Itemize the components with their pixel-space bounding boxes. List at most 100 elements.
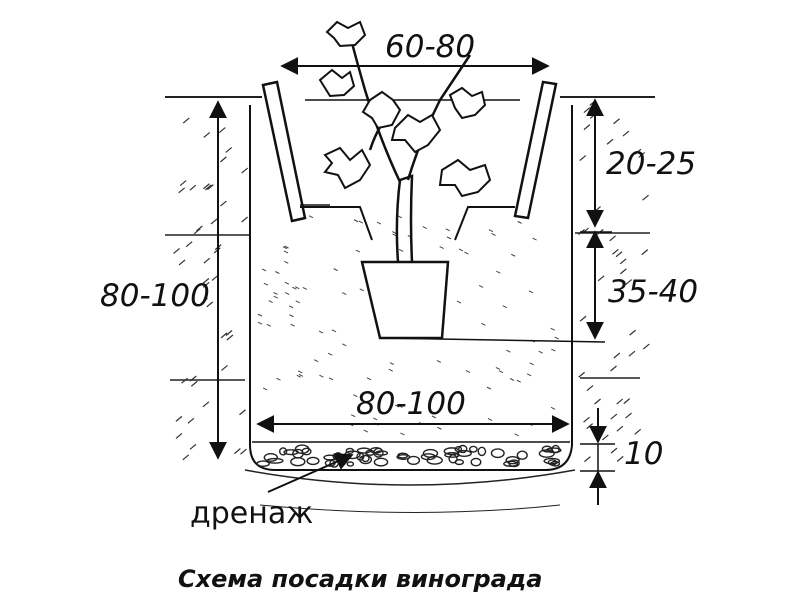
fill-texture-mark [538, 350, 543, 354]
drainage-stone [448, 454, 458, 464]
soil-hatch-mark [616, 425, 624, 432]
fill-texture-mark [392, 231, 397, 235]
fill-texture-mark [528, 290, 534, 294]
fill-texture-mark [288, 305, 294, 309]
fill-texture-mark [376, 221, 382, 225]
fill-texture-mark [495, 367, 501, 370]
soil-hatch-mark [178, 259, 186, 266]
fill-texture-mark [516, 379, 521, 383]
drainage-stone [469, 445, 478, 453]
soil-hatch-mark [610, 447, 618, 454]
fill-texture-mark [532, 237, 537, 241]
ground [165, 96, 655, 513]
soil-hatch-mark [175, 432, 183, 439]
soil-hatch-mark [638, 151, 646, 158]
drainage-stones [256, 444, 562, 468]
fill-texture-mark [297, 370, 303, 374]
soil-hatch-mark [182, 454, 190, 461]
soil-hatch-mark [226, 334, 234, 341]
soil-hatch-mark [612, 248, 619, 255]
soil-hatch-mark [634, 428, 642, 435]
fill-texture-mark [464, 251, 469, 255]
soil-hatch-mark [202, 281, 210, 288]
fill-texture-mark [514, 433, 519, 437]
soil-hatch-mark [202, 278, 210, 284]
fill-texture-mark [400, 432, 405, 436]
fill-texture-mark [275, 271, 280, 274]
drainage-stone [306, 456, 320, 466]
drainage-stone [292, 448, 304, 459]
fill-texture-mark [283, 250, 289, 254]
pot-level-line [379, 337, 606, 343]
diagram-caption: Схема посадки винограда [178, 565, 542, 593]
fill-texture-mark [257, 321, 263, 325]
grape-leaves [318, 20, 492, 198]
drainage-stone [516, 450, 528, 460]
soil-hatch-mark [233, 448, 241, 455]
soil-hatch-mark [641, 249, 649, 256]
fill-texture-mark [506, 349, 511, 353]
soil-hatch-mark [625, 412, 632, 419]
drainage-stone [406, 455, 421, 466]
fill-texture-mark [333, 268, 338, 272]
drainage-stone [278, 447, 288, 456]
fill-texture-mark [358, 220, 364, 224]
soil-hatch-mark [642, 343, 650, 350]
soil-hatch-mark [203, 132, 211, 138]
soil-hatch-mark [578, 371, 585, 378]
soil-hatch-mark [240, 448, 247, 455]
soil-hatch-mark [210, 218, 218, 225]
soil-hatch-mark [218, 127, 226, 134]
soil-hatch-mark [189, 375, 197, 382]
dim-bottom-width: 80-100 [356, 386, 466, 422]
drainage-stone [444, 452, 460, 458]
soil-hatch-mark [220, 156, 227, 163]
soil-hatch-mark [622, 130, 630, 137]
dim-drainage-thickness: 10 [624, 436, 663, 472]
fill-texture-mark [366, 377, 372, 381]
soil-hatch-mark [642, 194, 649, 201]
soil-hatch-mark [201, 297, 208, 304]
soil-hatch-mark [628, 350, 636, 357]
fill-texture-mark [398, 405, 403, 408]
fill-texture-mark [550, 327, 555, 331]
drainage-stone [543, 457, 561, 465]
soil-hatch-mark [616, 398, 624, 405]
soil-hatch-mark [579, 315, 587, 322]
fill-texture-mark [359, 288, 364, 292]
drainage-stone [283, 449, 299, 456]
fill-texture-mark [342, 343, 347, 347]
dim-depth-total: 80-100 [100, 278, 210, 314]
soil-hatch-mark [619, 258, 627, 265]
drainage-stone [256, 460, 270, 467]
dim-top-width: 60-80 [385, 29, 475, 65]
soil-hatch-mark [610, 365, 617, 372]
fill-texture-mark [436, 359, 442, 363]
soil-hatch-mark [203, 183, 210, 190]
soil-hatch-mark [220, 200, 227, 207]
soil-hatch-mark [583, 416, 590, 423]
drainage-stone [505, 456, 520, 465]
soil-hatch-mark [623, 398, 631, 405]
soil-hatch-mark [583, 124, 591, 131]
pit-fill-texture [257, 215, 559, 437]
fill-texture-mark [363, 429, 369, 433]
dim-depth-upper: 20-25 [606, 146, 696, 182]
dimension-lines [209, 57, 615, 505]
soil-hatch-mark [239, 409, 246, 416]
soil-hatch-mark [609, 235, 617, 242]
soil-hatch-mark [211, 108, 218, 115]
dim-depth-middle: 35-40 [608, 274, 698, 310]
soil-hatch-mark [221, 364, 228, 371]
fill-texture-mark [465, 370, 471, 374]
soil-hatch-mark [189, 184, 197, 191]
fill-texture-mark [261, 268, 267, 272]
inner-shelf [300, 206, 515, 241]
fill-texture-mark [313, 359, 319, 363]
soil-hatch-mark [579, 155, 587, 162]
fill-texture-mark [350, 414, 356, 418]
soil-hatch-mark [225, 146, 233, 153]
fill-texture-mark [388, 368, 394, 372]
drainage-stone [550, 460, 561, 467]
side-boards [261, 80, 558, 223]
